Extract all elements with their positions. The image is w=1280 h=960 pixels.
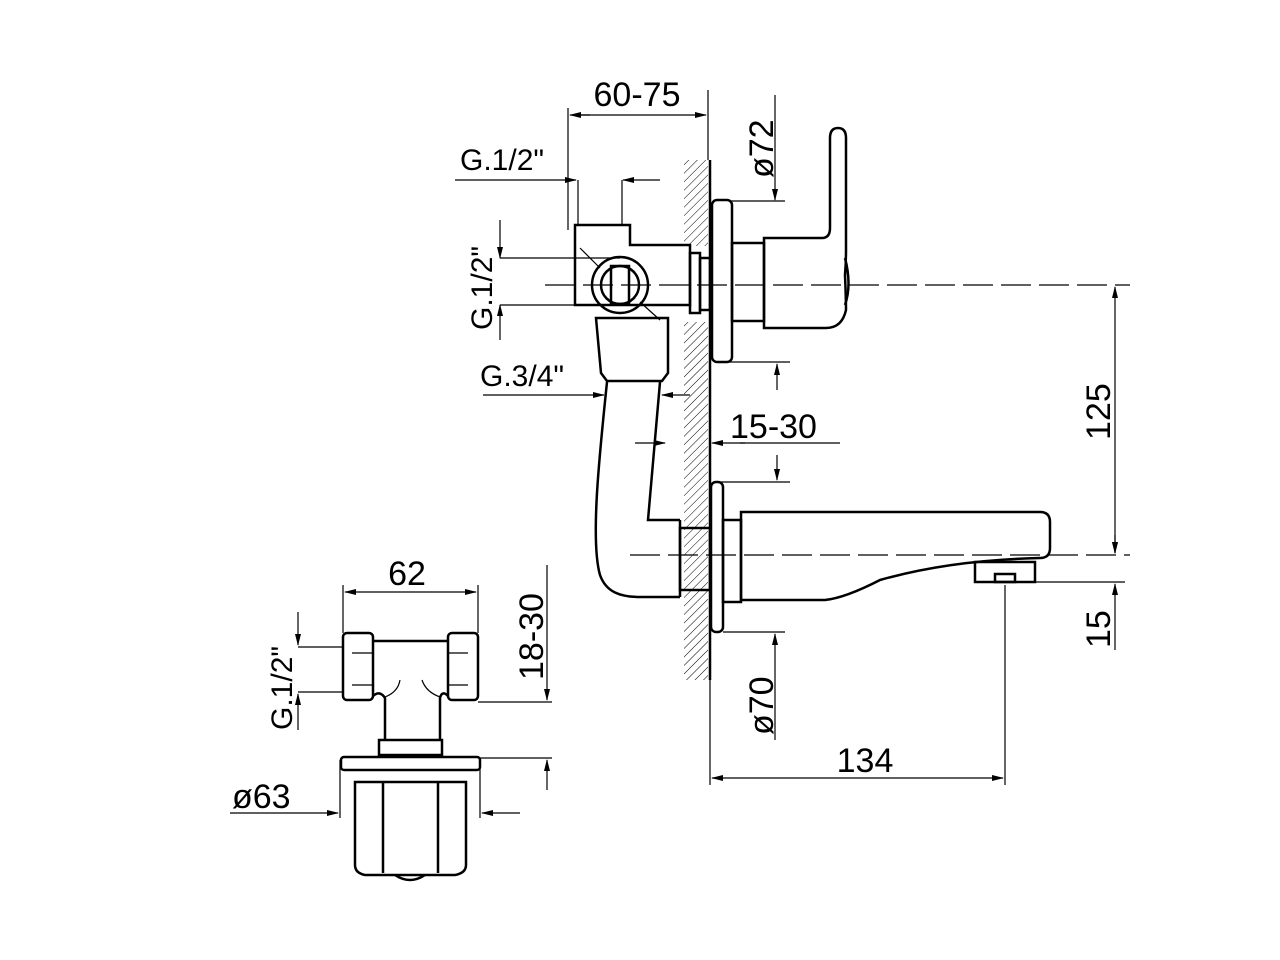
svg-text:G.3/4": G.3/4" [480, 360, 564, 393]
svg-text:18-30: 18-30 [513, 593, 551, 680]
dimension-outlet-thread: G.3/4" [480, 360, 690, 398]
dimension-spout-drop: 15 [1035, 535, 1125, 650]
dimension-fitting-thread: G.1/2" [266, 612, 343, 730]
dimension-spout-projection: 134 [709, 585, 1006, 785]
dimension-handle-to-spout: 125 [1080, 286, 1118, 554]
dimension-upper-flange-diameter: ø72 [730, 95, 785, 202]
svg-text:G.1/2": G.1/2" [460, 144, 544, 177]
dimension-side-inlet-thread: G.1/2" [466, 220, 620, 340]
wall-section [684, 160, 712, 680]
svg-text:G.1/2": G.1/2" [466, 246, 499, 330]
svg-text:125: 125 [1080, 383, 1118, 440]
dimension-fitting-flange-diameter: ø63 [230, 760, 520, 818]
dimension-fitting-width: 62 [342, 555, 479, 633]
svg-text:15: 15 [1080, 610, 1118, 648]
dimension-fitting-depth: 18-30 [478, 565, 552, 790]
dimension-wall-depth: 15-30 [635, 361, 840, 483]
dimension-inlet-depth: 60-75 [567, 76, 709, 230]
svg-text:60-75: 60-75 [594, 76, 681, 114]
spout [709, 480, 1052, 634]
mixer-handle [710, 126, 850, 364]
svg-text:ø72: ø72 [743, 119, 781, 178]
dimension-lower-flange-diameter: ø70 [723, 631, 785, 740]
t-fitting-assembly [339, 631, 482, 882]
svg-text:ø63: ø63 [232, 778, 291, 816]
svg-text:G.1/2": G.1/2" [266, 646, 299, 730]
svg-text:15-30: 15-30 [730, 408, 817, 446]
svg-text:134: 134 [837, 742, 894, 780]
dimension-top-inlet-thread: G.1/2" [455, 144, 660, 225]
svg-text:62: 62 [388, 555, 426, 593]
svg-text:ø70: ø70 [743, 676, 781, 735]
